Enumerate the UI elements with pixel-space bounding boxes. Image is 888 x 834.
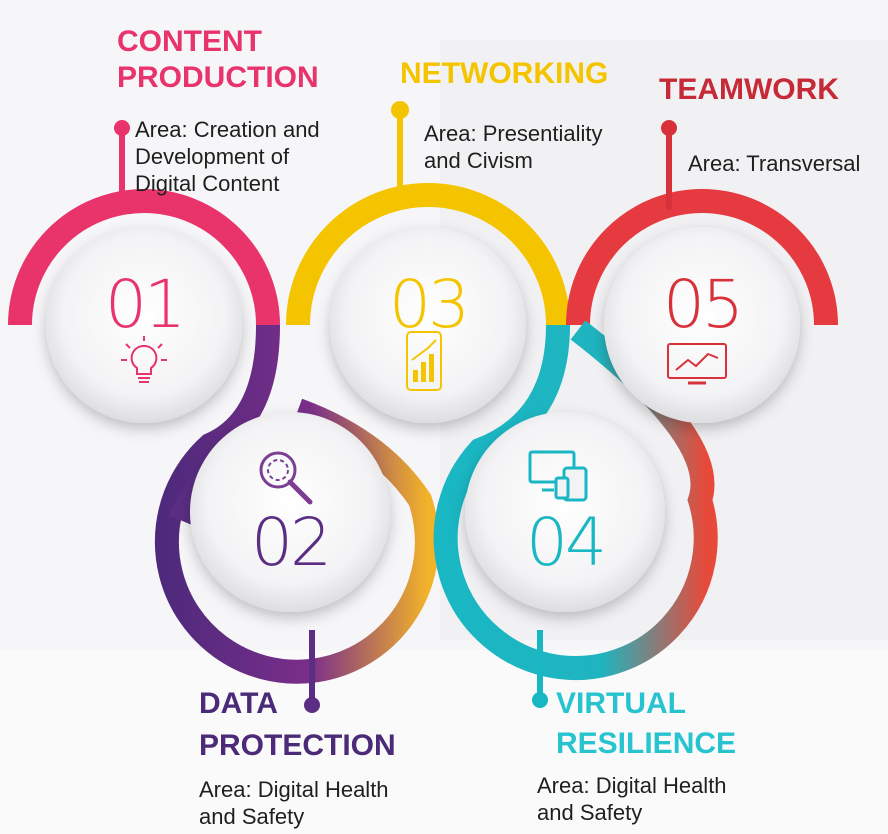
area-line: Area: Transversal — [688, 151, 861, 176]
step-number-01: 01 — [105, 266, 186, 343]
ring-02 — [154, 324, 439, 684]
smartphone-chart-icon — [406, 331, 442, 391]
step-area-03: Area: Presentiality and Civism — [424, 120, 603, 174]
disc-02 — [190, 412, 390, 612]
monitor-chart-icon — [667, 343, 727, 385]
devices-icon — [528, 450, 588, 502]
step-title-line: CONTENT — [117, 25, 262, 58]
step-area-04: Area: Digital Health and Safety — [537, 772, 727, 826]
area-line: and Civism — [424, 148, 533, 173]
step-title-05: TEAMWORK — [659, 72, 839, 108]
step-title-01: CONTENT PRODUCTION — [117, 24, 319, 96]
step-area-01: Area: Creation and Development of Digita… — [135, 116, 320, 197]
area-line: and Safety — [199, 804, 305, 829]
step-title-line: NETWORKING — [400, 57, 609, 90]
step-number-02: 02 — [251, 504, 332, 581]
leader-dot-01 — [114, 120, 130, 136]
step-title-02: DATA PROTECTION — [199, 686, 396, 764]
leader-dot-04 — [532, 692, 548, 708]
step-number-03: 03 — [389, 266, 470, 343]
disc-04 — [465, 412, 665, 612]
step-area-05: Area: Transversal — [688, 150, 860, 177]
ring-05 — [566, 189, 838, 326]
area-line: Area: Presentiality — [424, 121, 603, 146]
step-area-02: Area: Digital Health and Safety — [199, 776, 389, 830]
step-title-line: VIRTUAL — [556, 687, 686, 720]
leader-dot-02 — [304, 697, 320, 713]
area-line: Digital Content — [135, 171, 280, 196]
area-line: and Safety — [537, 800, 643, 825]
step-title-line: DATA — [199, 687, 278, 720]
disc-01 — [46, 227, 242, 423]
disc-03 — [330, 227, 526, 423]
area-line: Area: Digital Health — [199, 777, 389, 802]
magnifier-icon — [259, 451, 313, 505]
ring-01 — [8, 189, 280, 326]
step-number-05: 05 — [663, 266, 744, 343]
step-title-line: PRODUCTION — [117, 61, 319, 94]
step-title-line: RESILIENCE — [556, 727, 737, 760]
step-number-04: 04 — [526, 504, 607, 581]
area-line: Development of — [135, 144, 290, 169]
leader-dot-05 — [661, 120, 677, 136]
step-title-03: NETWORKING — [400, 56, 608, 92]
area-line: Area: Digital Health — [537, 773, 727, 798]
ring-03 — [286, 183, 570, 326]
lightbulb-icon — [121, 336, 167, 383]
step-title-line: PROTECTION — [199, 729, 396, 762]
leader-dot-03 — [391, 101, 409, 119]
background-panel — [0, 650, 888, 834]
step-title-line: TEAMWORK — [659, 73, 839, 106]
step-title-04: VIRTUAL RESILIENCE — [556, 686, 736, 762]
ring-04 — [433, 320, 718, 680]
area-line: Area: Creation and — [135, 117, 320, 142]
disc-05 — [604, 227, 800, 423]
